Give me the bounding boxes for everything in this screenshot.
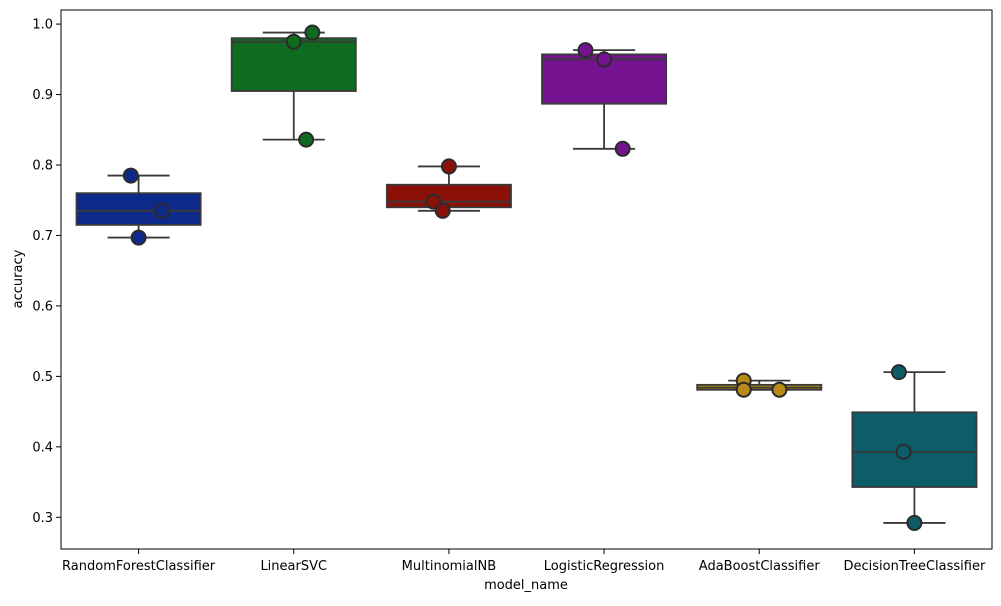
data-point <box>434 202 451 219</box>
y-tick-label: 0.7 <box>32 229 53 244</box>
data-point <box>285 33 302 50</box>
data-point <box>890 364 907 381</box>
y-axis: 0.3 0.4 0.5 0.6 0.7 0.8 0.9 1.0 <box>32 18 61 526</box>
x-tick-label: LogisticRegression <box>544 559 665 574</box>
x-tick-label: LinearSVC <box>260 559 327 574</box>
data-point <box>153 202 170 219</box>
data-point <box>130 229 147 246</box>
x-tick-label: MultinomialNB <box>402 559 496 574</box>
data-point <box>298 131 315 148</box>
x-tick-label: AdaBoostClassifier <box>699 559 821 574</box>
y-axis-title: accuracy <box>11 249 26 308</box>
box-iqr <box>385 183 512 209</box>
y-tick-label: 0.9 <box>32 88 53 103</box>
y-tick-label: 0.8 <box>32 159 53 174</box>
x-axis: RandomForestClassifier LinearSVC Multinomi… <box>62 549 986 574</box>
x-tick-label: RandomForestClassifier <box>62 559 216 574</box>
data-point <box>425 193 442 210</box>
y-tick-label: 1.0 <box>32 18 53 33</box>
box-group <box>385 165 512 212</box>
data-point <box>895 443 912 460</box>
x-tick-label: DecisionTreeClassifier <box>844 559 986 574</box>
plot-layer <box>75 24 978 531</box>
box-group <box>75 174 202 239</box>
data-point <box>122 167 139 184</box>
y-tick-label: 0.6 <box>32 299 53 314</box>
y-tick-label: 0.4 <box>32 440 53 455</box>
data-point <box>735 381 752 398</box>
data-point <box>906 514 923 531</box>
y-tick-label: 0.5 <box>32 370 53 385</box>
y-tick-label: 0.3 <box>32 511 53 526</box>
data-point <box>614 140 631 157</box>
data-point <box>304 24 321 41</box>
data-point <box>771 381 788 398</box>
data-point <box>596 51 613 68</box>
x-axis-title: model_name <box>484 578 568 593</box>
box-group <box>851 371 978 524</box>
plot-frame <box>60 9 993 550</box>
box-iqr <box>851 411 978 488</box>
data-point <box>577 42 594 59</box>
box-iqr <box>75 192 202 226</box>
box-group <box>696 379 823 391</box>
data-point <box>440 158 457 175</box>
